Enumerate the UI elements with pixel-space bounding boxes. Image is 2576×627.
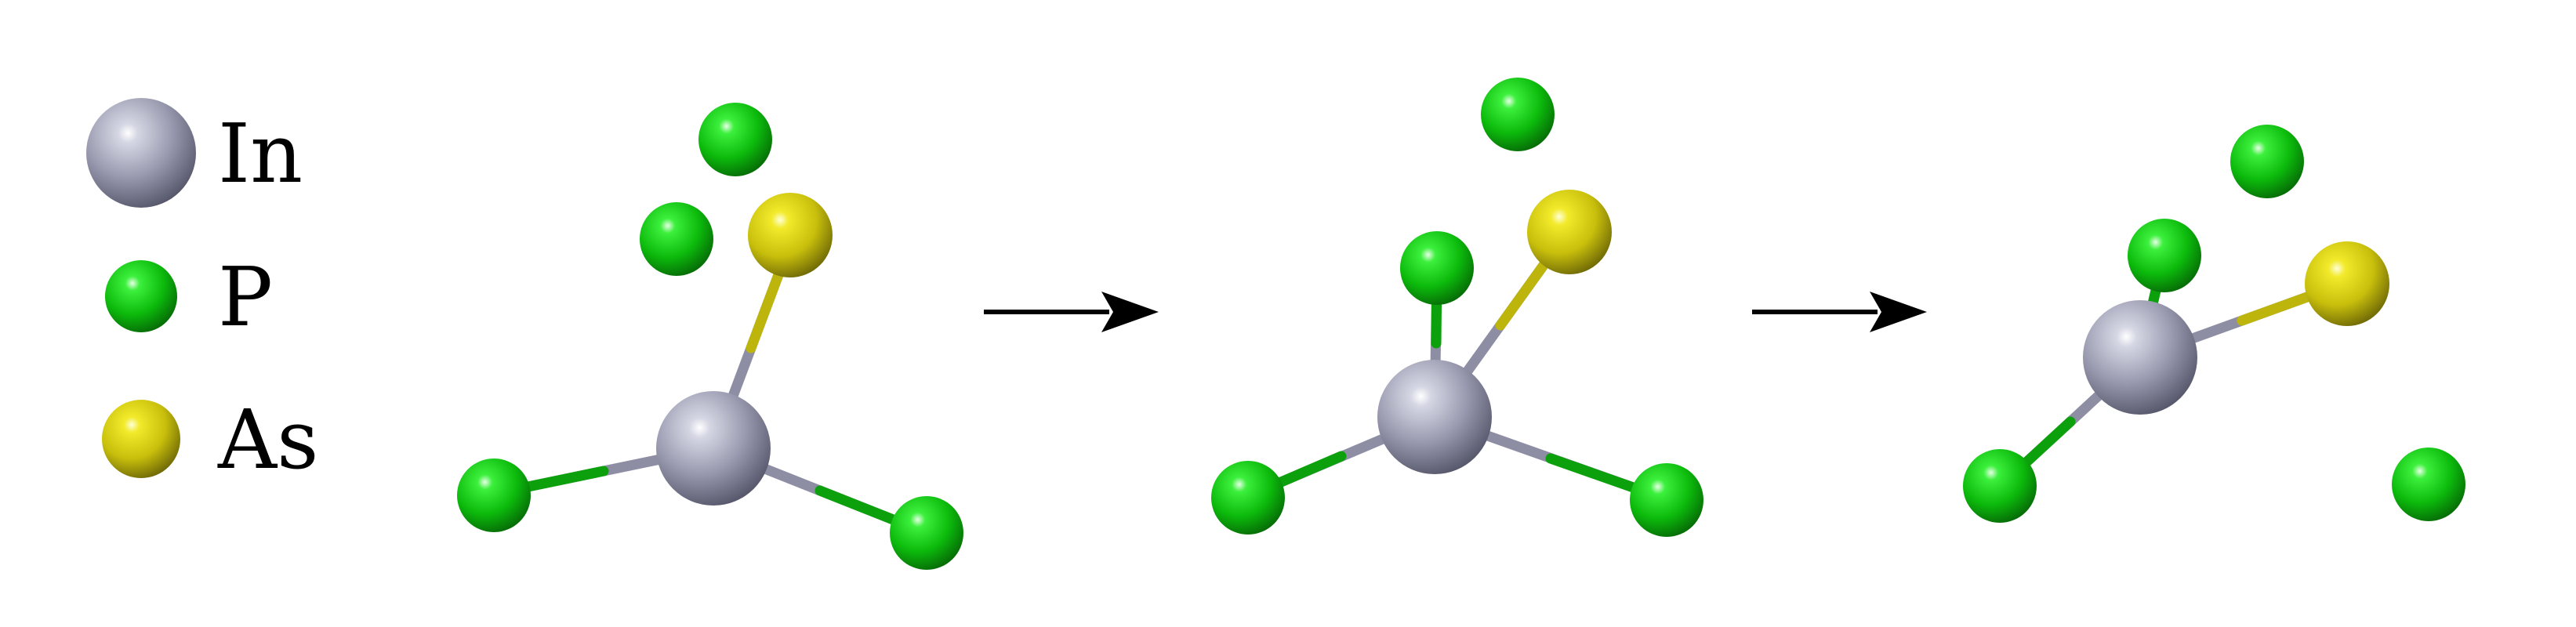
indium-atom bbox=[1377, 360, 1492, 474]
indium-atom-icon bbox=[86, 98, 196, 208]
panel-intermediate-structure bbox=[1211, 78, 1703, 537]
phosphorus-atom bbox=[2392, 448, 2465, 521]
panel-final-structure bbox=[1963, 125, 2465, 523]
reaction-arrow-2 bbox=[1752, 292, 1927, 332]
arsenic-atom bbox=[1527, 190, 1612, 274]
phosphorus-atom bbox=[698, 103, 772, 176]
legend-item-phosphorus: P bbox=[105, 249, 273, 345]
indium-atom bbox=[2083, 300, 2197, 415]
phosphorus-atom bbox=[640, 202, 713, 276]
legend: In P As bbox=[86, 98, 318, 487]
panel-initial-structure bbox=[457, 103, 963, 570]
phosphorus-atom bbox=[2230, 125, 2304, 198]
arsenic-atom-icon bbox=[102, 400, 180, 478]
phosphorus-atom bbox=[1963, 449, 2037, 523]
phosphorus-atom bbox=[1481, 78, 1555, 151]
phosphorus-atom bbox=[457, 458, 531, 532]
reaction-arrow-1 bbox=[984, 292, 1159, 332]
phosphorus-atom bbox=[1400, 231, 1474, 305]
legend-item-indium: In bbox=[86, 98, 303, 208]
legend-item-arsenic: As bbox=[102, 392, 318, 487]
arsenic-atom bbox=[748, 193, 833, 277]
phosphorus-atom bbox=[1630, 463, 1703, 537]
phosphorus-atom bbox=[1211, 461, 1285, 535]
phosphorus-atom bbox=[2128, 219, 2201, 292]
indium-atom bbox=[656, 391, 771, 506]
phosphorus-atom bbox=[890, 496, 963, 570]
legend-label-phosphorus: P bbox=[218, 249, 273, 345]
legend-label-indium: In bbox=[218, 106, 303, 201]
legend-label-arsenic: As bbox=[217, 392, 318, 487]
arsenic-atom bbox=[2305, 241, 2389, 326]
phosphorus-atom-icon bbox=[105, 260, 177, 332]
